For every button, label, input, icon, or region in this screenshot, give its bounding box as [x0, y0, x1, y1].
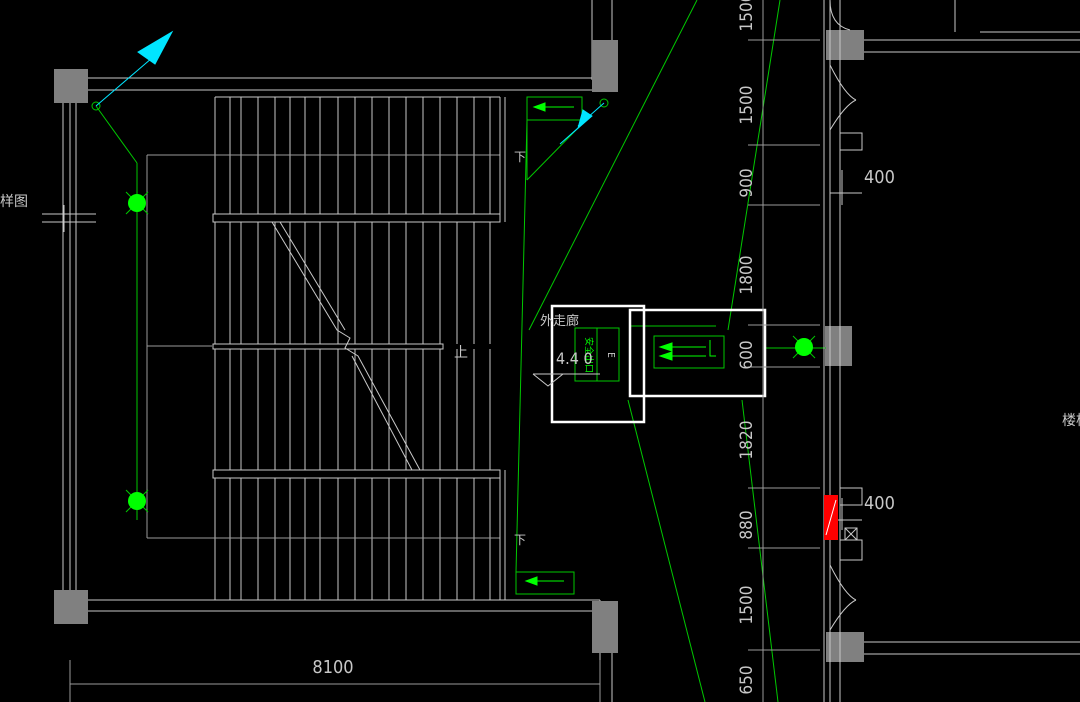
column-right-bottom: [826, 632, 864, 662]
green-wiring: [95, 0, 826, 702]
stair-up-label: 上: [454, 345, 468, 361]
exit-sign-letter: E: [605, 352, 616, 358]
highlight-box-left: [550, 304, 646, 424]
vertical-dimension-label: 900: [737, 168, 757, 197]
exit-sign: 安全出口 E: [583, 337, 616, 373]
stairwell-walls: [42, 0, 613, 702]
right-room-label: 楼梯: [1062, 413, 1080, 429]
evacuation-direction-icon: [524, 102, 716, 586]
vertical-dimension-label: 880: [737, 510, 757, 539]
column-bottom-right: [592, 601, 618, 653]
highlight-box-right: [628, 308, 767, 398]
column-top-right: [592, 40, 618, 92]
vertical-dimension-label: 650: [737, 665, 757, 694]
stair-treads: [146, 97, 506, 600]
dimension-400-top: 400: [864, 167, 895, 188]
corridor-label: 外走廊: [540, 313, 579, 329]
column-top-left: [54, 69, 88, 103]
column-right-top: [826, 30, 864, 60]
vertical-dimension-label: 1820: [737, 421, 757, 460]
vertical-dimension-labels: 1500 1500 900 1800 600 1820 880 1500 650: [737, 0, 757, 695]
column-bottom-left: [54, 590, 88, 624]
connection-node-icons: [91, 98, 609, 111]
vertical-dimension-label: 1500: [737, 86, 757, 125]
vertical-dimension-label: 1800: [737, 256, 757, 295]
vertical-dimension-label: 600: [737, 340, 757, 369]
dimension-400-bottom: 400: [864, 493, 895, 514]
camera-direction-icon: [95, 30, 605, 145]
highlight-boxes: [550, 304, 767, 424]
left-cut-label: 样图: [0, 194, 28, 210]
stair-down-label-bottom: 下: [514, 533, 526, 547]
emergency-lamp-icon: [125, 191, 816, 513]
right-room-walls: [823, 0, 1080, 702]
elevation-label: 4.4 0: [556, 349, 593, 368]
vertical-dimension-label: 1500: [737, 586, 757, 625]
vertical-dimension-label: 1500: [737, 0, 757, 31]
overall-dimension-label: 8100: [312, 657, 353, 678]
stair-down-label-top: 下: [514, 150, 526, 164]
elevation-marker: [532, 373, 600, 387]
exit-sign-text: 安全出口: [583, 337, 595, 373]
column-right-mid: [825, 326, 852, 366]
dimension-lines: [69, 0, 820, 702]
